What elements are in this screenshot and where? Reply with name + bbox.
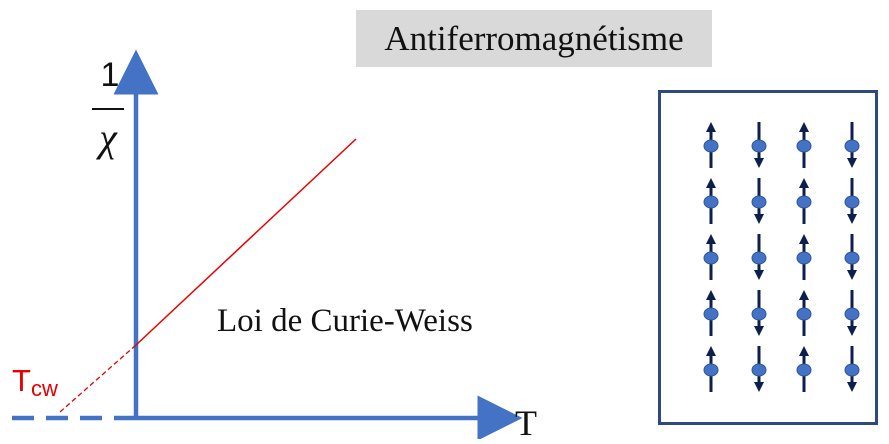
spin-up: [703, 234, 719, 280]
y-axis-label-denominator: χ: [99, 115, 117, 160]
spin-down: [751, 178, 767, 224]
spin-down: [751, 346, 767, 392]
spin-down: [844, 346, 860, 392]
spin-down: [751, 290, 767, 336]
tcw-sub: cw: [30, 376, 58, 401]
spin-lattice: [703, 122, 860, 392]
spin-up: [796, 178, 812, 224]
spin-down: [844, 122, 860, 168]
spin-up: [796, 122, 812, 168]
spin-up: [796, 290, 812, 336]
spin-up: [796, 346, 812, 392]
curie-weiss-line: [135, 138, 357, 346]
spin-up: [703, 290, 719, 336]
spin-down: [844, 234, 860, 280]
spin-down: [751, 234, 767, 280]
extrapolation-line: [59, 344, 137, 413]
spin-lattice-frame: [658, 90, 878, 425]
law-label: Loi de Curie-Weiss: [217, 303, 473, 339]
tcw-main: T: [12, 363, 31, 398]
spin-up: [703, 178, 719, 224]
spin-down: [751, 122, 767, 168]
spin-up: [703, 346, 719, 392]
x-axis-label: T: [515, 403, 537, 443]
spin-up: [796, 234, 812, 280]
spin-down: [844, 290, 860, 336]
title-box: Antiferromagnétisme: [356, 10, 712, 67]
tcw-label: Tcw: [12, 363, 58, 402]
y-axis-label-numerator: 1: [100, 56, 120, 94]
y-axis-fraction-bar: [92, 108, 124, 110]
spin-down: [844, 178, 860, 224]
spin-up: [703, 122, 719, 168]
title-text: Antiferromagnétisme: [384, 18, 684, 58]
